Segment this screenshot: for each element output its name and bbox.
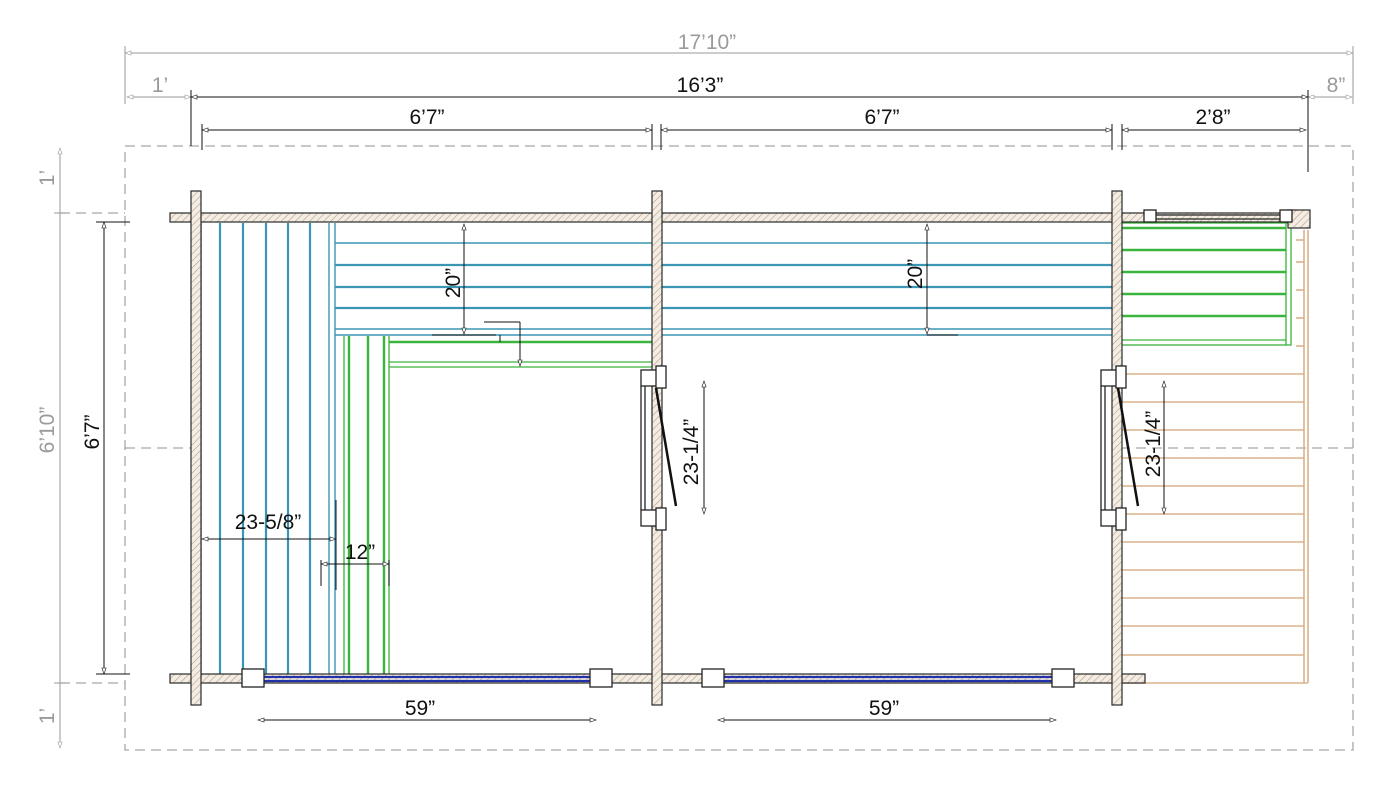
door-2: [1100, 365, 1140, 531]
left-offset-label: 1’: [152, 74, 168, 97]
left-wall: [190, 190, 202, 706]
lower-bench-width-label: 23-5/8”: [235, 511, 302, 534]
inner-width-dimension: 16’3”: [190, 74, 1309, 172]
lower-step-width-label: 12”: [345, 541, 375, 564]
door-1: [640, 365, 678, 531]
right-offset-label: 8”: [1327, 74, 1346, 97]
depth-dimensions: 6’10” 1’ 1’ 6’7”: [36, 147, 130, 749]
room3-width-label: 2’8”: [1195, 106, 1230, 129]
window-width-1-label: 59”: [405, 697, 435, 720]
top-right-window: [1143, 209, 1293, 223]
window-2: [701, 668, 1075, 688]
door-width-dimension-2: 23-1/4”: [1142, 380, 1167, 515]
bench-depth-dimension-1: 20”: [432, 223, 496, 336]
room1-width-label: 6’7”: [409, 106, 444, 129]
window-width-dimension-2: 59”: [717, 697, 1057, 723]
bench-depth-2-label: 20”: [904, 259, 927, 289]
door-width-dimension-1: 23-1/4”: [680, 380, 707, 515]
footprint-outline: [60, 145, 1354, 751]
inner-depth-label: 6’7”: [81, 414, 104, 449]
window-width-dimension-1: 59”: [257, 697, 597, 723]
walls: [169, 190, 1311, 706]
offset-dimensions: 1’ 8”: [126, 74, 1353, 100]
bench-depth-dimension-2: 20”: [904, 223, 958, 336]
door-width-1-label: 23-1/4”: [680, 419, 703, 486]
middle-wall: [651, 190, 663, 706]
overall-width-dimension: 17’10”: [124, 31, 1354, 104]
right-wall: [1111, 190, 1123, 706]
overall-depth-label: 6’10”: [36, 407, 59, 454]
window-width-2-label: 59”: [869, 697, 899, 720]
top-offset-label: 1’: [36, 170, 59, 186]
window-1: [241, 668, 613, 688]
inner-width-label: 16’3”: [677, 74, 724, 97]
top-wall: [169, 212, 1297, 223]
bench-step-dimension: [484, 321, 523, 367]
bench-depth-1-label: 20”: [442, 268, 465, 298]
bottom-offset-label: 1’: [36, 708, 59, 724]
door-width-2-label: 23-1/4”: [1142, 411, 1165, 478]
room2-width-label: 6’7”: [864, 106, 899, 129]
lower-step-width-dimension: 12”: [320, 541, 390, 586]
room-width-dimensions: 6’7” 6’7” 2’8”: [201, 106, 1307, 150]
overall-width-label: 17’10”: [678, 31, 736, 54]
lower-bench-width-dimension: 23-5/8”: [201, 500, 337, 590]
deck-boards: [1120, 230, 1309, 684]
